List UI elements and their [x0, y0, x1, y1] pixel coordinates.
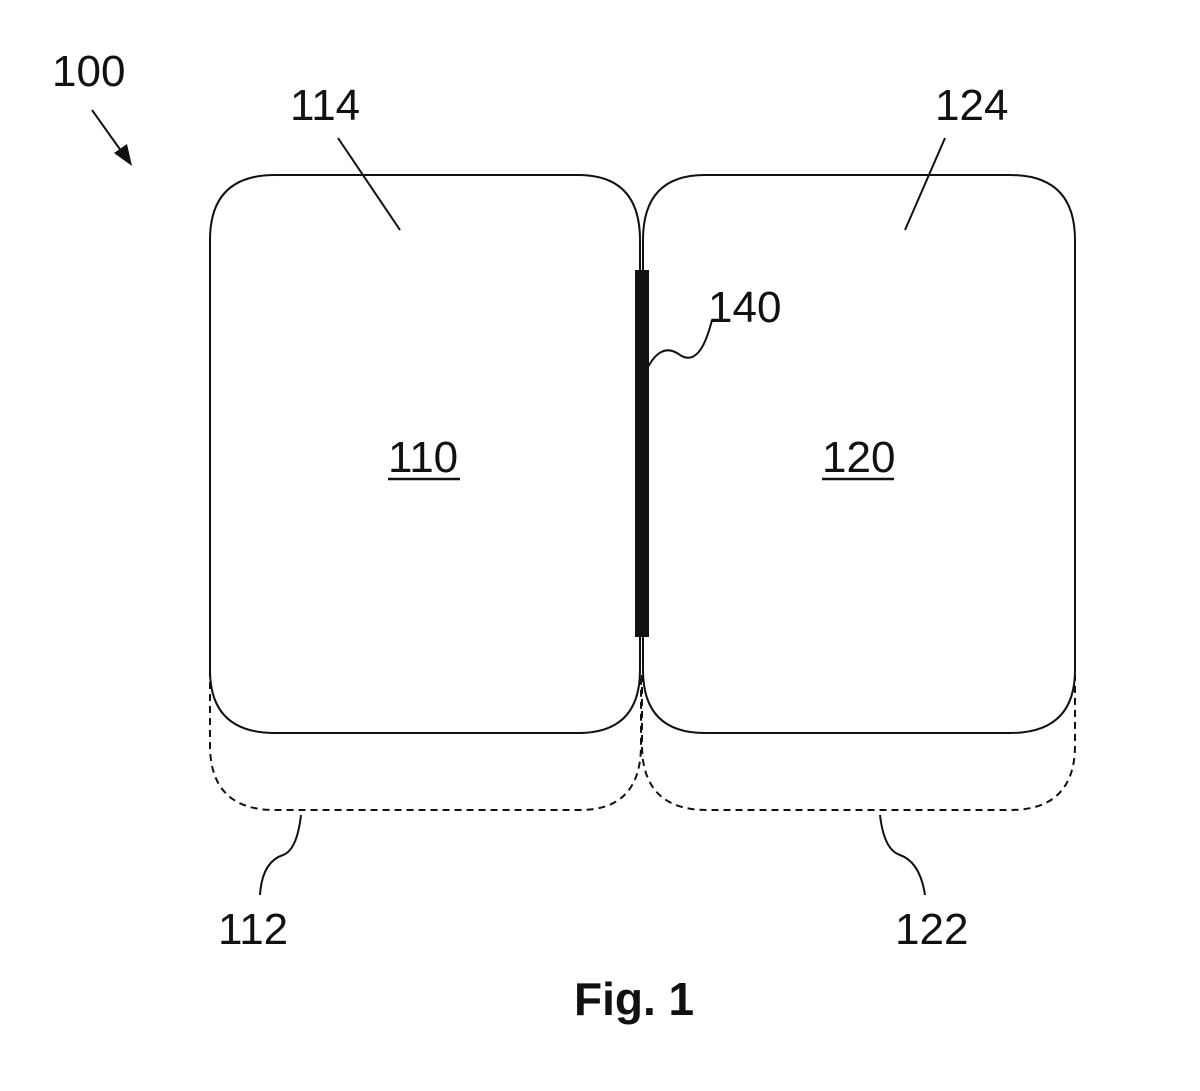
right-panel-outline: [642, 174, 1076, 734]
left-extension-leader: [259, 814, 302, 896]
right-panel-label: 120: [822, 433, 895, 482]
right-extension-leader: [879, 814, 926, 896]
hinge-leader: [644, 319, 713, 374]
left-panel-edge-label: 114: [290, 81, 360, 130]
left-extension-outline: [209, 670, 642, 811]
figure-caption: Fig. 1: [574, 973, 694, 1025]
left-panel-outline: [209, 174, 641, 734]
left-extension-label: 112: [218, 905, 288, 954]
hinge-bar: [635, 270, 649, 637]
device-label: 100: [52, 47, 125, 96]
left-panel-edge-leader: [337, 137, 401, 231]
hinge-label: 140: [708, 283, 781, 332]
left-panel-label: 110: [388, 433, 458, 482]
right-extension-outline: [641, 675, 1076, 811]
device-arrow: [91, 109, 132, 166]
right-extension-label: 122: [895, 905, 968, 954]
right-panel-edge-leader: [904, 137, 946, 231]
right-panel-edge-label: 124: [935, 81, 1008, 130]
